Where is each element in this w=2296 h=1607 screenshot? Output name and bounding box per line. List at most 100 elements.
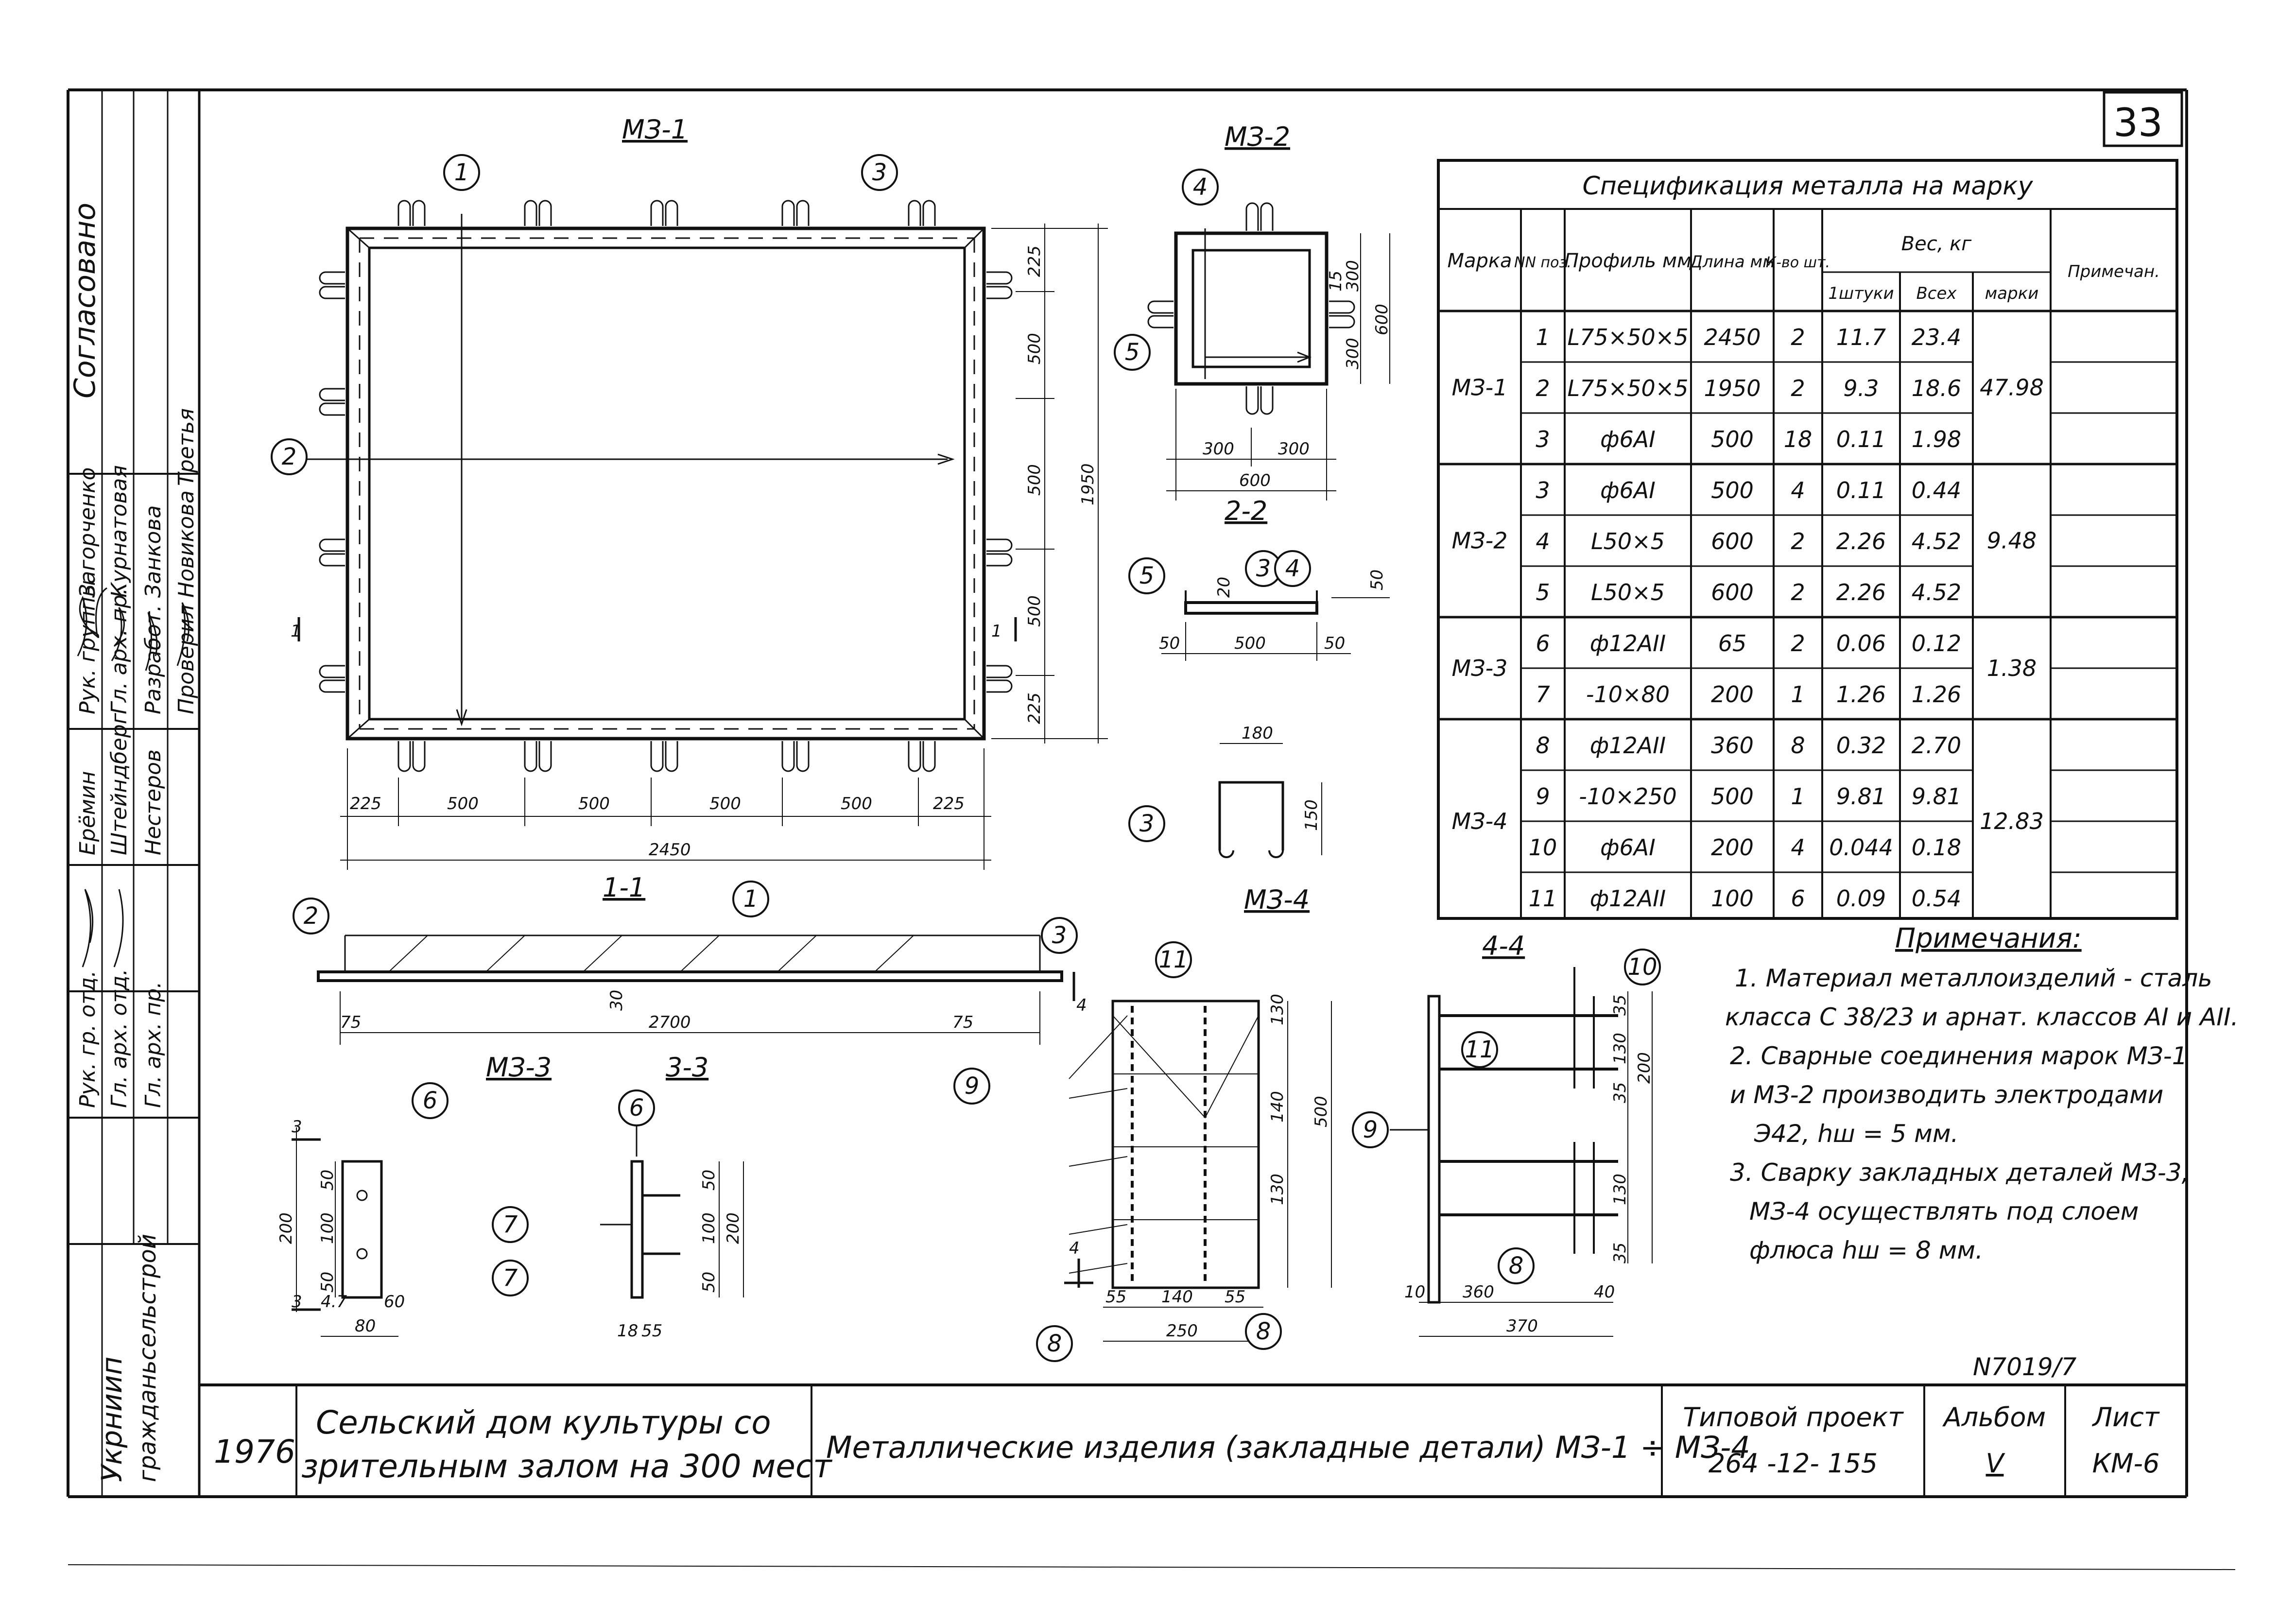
callout-number: 5: [1125, 339, 1140, 366]
mz4-dim-b1: 55: [1105, 1287, 1126, 1307]
spec-cell-profile: ф6АI: [1600, 834, 1656, 861]
mz3-dim-l1: 50: [318, 1170, 337, 1191]
callout-circle: [1461, 1031, 1498, 1068]
spec-cell-mark-weight: 47.98: [1980, 375, 2044, 401]
mz1-cut-right: 1: [991, 622, 1002, 641]
spec-cell-all: 2.70: [1912, 732, 1961, 759]
callout-10: 10: [1624, 949, 1661, 985]
callout-number: 3: [1139, 810, 1155, 837]
spec-cell-mark: МЗ-1: [1451, 375, 1507, 401]
stamp-role-8: Гл. арх. пр.: [141, 982, 166, 1108]
s11-dim-t: 30: [607, 990, 626, 1011]
mz4-dim-w: 250: [1166, 1321, 1198, 1341]
callout-5: 5: [1114, 334, 1151, 371]
mz2-dim-height: 600: [1372, 304, 1392, 335]
mz2-dim-r2: 300: [1343, 338, 1363, 369]
spec-cell-length: 200: [1711, 834, 1754, 861]
callout-6: 6: [412, 1082, 449, 1119]
spec-cell-pos: 7: [1536, 681, 1550, 708]
spec-cell-pos: 3: [1536, 477, 1550, 503]
spec-cell-length: 500: [1711, 477, 1754, 503]
project-title-2: зрительным залом на 300 мест: [301, 1448, 833, 1485]
spec-cell-pos: 1: [1536, 324, 1550, 350]
section-3-3-dims: 50 100 50 200 18 55: [617, 1170, 743, 1341]
spec-cell-profile: ф12АII: [1590, 630, 1666, 657]
view-title-mz4: МЗ-4: [1244, 884, 1310, 915]
callout-3: 3: [861, 154, 898, 191]
s44-dim-b2: 360: [1463, 1282, 1494, 1302]
s11-dim-total: 2700: [649, 1013, 691, 1032]
mz1-dim-r5: 225: [1025, 692, 1044, 724]
spec-cell-length: 600: [1711, 579, 1754, 605]
note-line-4: и МЗ-2 производить электродами: [1730, 1081, 2163, 1109]
s33-dim-b2: 55: [641, 1321, 662, 1341]
bar3-dim-h: 150: [1302, 799, 1321, 831]
spec-cell-pos: 8: [1536, 732, 1550, 759]
spec-cell-one: 11.7: [1836, 324, 1886, 350]
callout-5: 5: [1128, 557, 1165, 594]
mz1-plan: [292, 200, 1108, 870]
mz1-dim-r4: 500: [1025, 595, 1044, 627]
s44-dim-b1: 10: [1404, 1282, 1425, 1302]
stamp-role-1: Рук. группы: [75, 580, 100, 714]
callout-1: 1: [732, 881, 769, 917]
spec-cell-profile: -10×80: [1586, 681, 1670, 708]
title-block: 33 N7019/7 1976 Сельский дом культуры со…: [214, 100, 2163, 1485]
spec-table-grid: [1437, 159, 2178, 920]
spec-cell-mark-weight: 12.83: [1980, 808, 2044, 834]
note-line-8: флюса hш = 8 мм.: [1749, 1236, 1983, 1264]
spec-cell-all: 4.52: [1912, 579, 1961, 605]
mz3-plan: [292, 1127, 398, 1337]
spec-header-w-mark: марки: [1985, 284, 2039, 303]
s11-cut-label: 4: [1076, 996, 1087, 1015]
spec-cell-profile: L50×5: [1591, 528, 1665, 554]
spec-cell-length: 65: [1718, 630, 1747, 657]
spec-header-w-all: Всех: [1916, 284, 1957, 303]
mz3-cut-bottom: 3: [292, 1292, 302, 1312]
s44-dim-r1: 35: [1610, 995, 1630, 1016]
s33-dim-b1: 18: [617, 1321, 638, 1341]
view-title-mz3: МЗ-3: [486, 1052, 552, 1083]
stamp-role-7: Гл. арх. отд.: [107, 969, 132, 1108]
spec-cell-all: 1.26: [1912, 681, 1961, 708]
stamp-name-3: Нестеров: [141, 749, 166, 855]
callout-circle: [953, 1068, 990, 1105]
spec-cell-all: 0.54: [1912, 885, 1961, 912]
callout-circle: [1036, 1325, 1073, 1362]
callout-circle: [1245, 1313, 1282, 1350]
s22-dim-mid: 500: [1234, 634, 1266, 653]
spec-cell-pos: 10: [1529, 834, 1557, 861]
section-1-1-dims: 2700 75 75 30 4: [340, 990, 1087, 1032]
spec-cell-one: 9.3: [1843, 375, 1879, 401]
callout-circle: [492, 1260, 529, 1296]
callout-circle: [1274, 550, 1311, 587]
mz1-inner-frame: [368, 246, 966, 721]
section-2-2-dims: 500 50 50 50 20: [1159, 570, 1387, 653]
callout-circle: [1128, 557, 1165, 594]
spec-cell-qty: 2: [1791, 375, 1805, 401]
mz2-plan: [1147, 202, 1390, 501]
notes-title: Примечания:: [1895, 923, 2082, 954]
spec-header-qty: К-во шт.: [1766, 254, 1830, 271]
spec-cell-profile: L50×5: [1591, 579, 1665, 605]
callout-circle: [412, 1082, 449, 1119]
mz1-dim-height: 1950: [1078, 463, 1098, 505]
s33-dim-r1: 50: [699, 1170, 719, 1191]
callout-number: 9: [1363, 1116, 1378, 1143]
spec-cell-pos: 9: [1536, 783, 1550, 810]
spec-cell-qty: 2: [1791, 324, 1805, 350]
s11-dim-end-right: 75: [952, 1013, 973, 1032]
spec-cell-length: 500: [1711, 783, 1754, 810]
mz4-dim-r1: 130: [1268, 994, 1287, 1025]
callout-6: 6: [618, 1089, 655, 1126]
mz4-dim-h: 500: [1312, 1096, 1331, 1127]
page-number: 33: [2113, 100, 2163, 145]
spec-cell-pos: 3: [1536, 426, 1550, 452]
callout-11: 11: [1155, 941, 1192, 978]
spec-cell-profile: L75×50×5: [1567, 324, 1688, 350]
callout-circle: [1155, 941, 1192, 978]
callout-number: 11: [1158, 946, 1188, 973]
mz2-dims: 300 300 600 15 300 300 600: [1203, 260, 1392, 490]
callout-circle: [271, 438, 308, 475]
